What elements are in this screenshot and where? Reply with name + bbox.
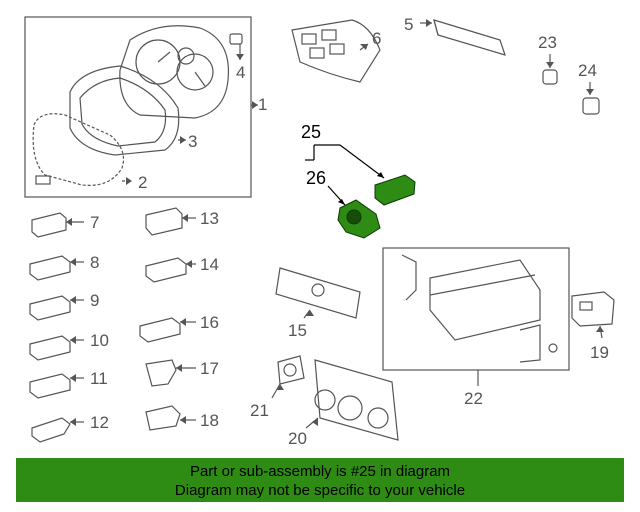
switch-18-part [145,405,196,431]
switch-13-part [145,207,196,236]
ignition-switch-25-part [374,174,416,206]
banner-line-1: Part or sub-assembly is #25 in diagram [189,463,451,480]
info-banner: Part or sub-assembly is #25 in diagram D… [16,458,624,502]
switch-panel-15-part [275,267,361,319]
switch-17-part [145,359,196,387]
knob-21-part [271,355,305,399]
callout-16: 16 [200,313,219,332]
leader-25 [305,144,385,206]
callout-7: 7 [90,213,99,232]
switch-strip-part [420,19,506,56]
callout-22: 22 [464,389,483,408]
callout-10: 10 [90,331,109,350]
callout-3: 3 [188,132,197,151]
module-19-part [571,291,615,339]
callout-20: 20 [288,429,307,448]
key-cylinder-26-part [337,199,381,239]
callout-11: 11 [90,369,108,388]
callout-26: 26 [306,168,326,188]
callout-21: 21 [250,401,269,420]
switch-16-part [139,317,196,343]
callout-6: 6 [372,29,381,48]
radio-unit-part [401,254,558,386]
gauge-cluster-part [119,25,230,119]
radio-group-box [382,247,570,371]
cluster-housing-part [69,65,186,156]
callout-18: 18 [200,411,219,430]
switch-12-part [31,417,84,443]
switch-7-part [31,212,84,238]
bezel-part [291,19,381,83]
callout-25: 25 [301,122,321,142]
callout-12: 12 [90,413,109,432]
callout-5: 5 [404,15,413,34]
button-23-part [542,54,558,85]
callout-4: 4 [236,63,245,82]
callout-17: 17 [200,359,219,378]
callout-2: 2 [138,173,147,192]
cluster-group-box [24,16,252,198]
climate-control-20-part [305,359,399,441]
callout-8: 8 [90,253,99,272]
callout-9: 9 [90,291,99,310]
banner-line-2: Diagram may not be specific to your vehi… [174,482,466,499]
callout-14: 14 [200,255,219,274]
callout-23: 23 [538,33,557,52]
callout-15: 15 [288,321,307,340]
switch-14-part [145,257,196,283]
callout-13: 13 [200,209,219,228]
callout-24: 24 [578,61,597,80]
button-24-part [582,82,600,115]
callout-19: 19 [590,343,609,362]
callout-1: 1 [258,95,267,114]
